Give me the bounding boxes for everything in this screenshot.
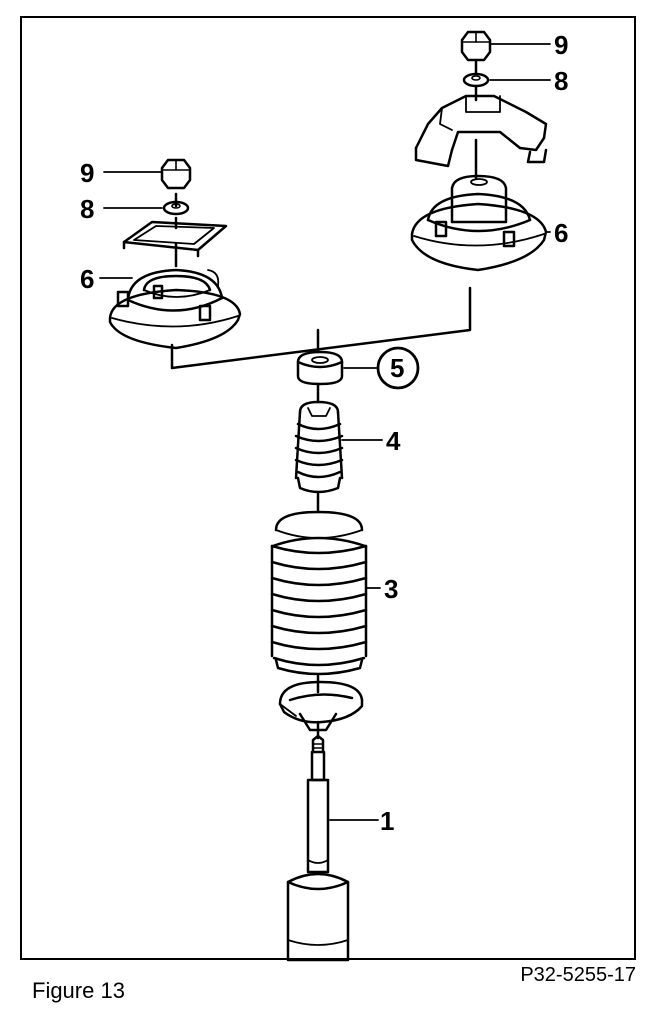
callout-5: 5 [390,353,404,383]
strut-mount-left [108,268,242,350]
connector-line [170,286,472,370]
washer-left [162,200,190,216]
washer-right [462,72,490,88]
figure-caption: Figure 13 [32,978,125,1003]
strut-mount-right [410,174,548,272]
callout-8-right: 8 [554,66,568,96]
coil-spring [270,510,368,676]
shock-absorber [286,734,350,962]
nut-right [460,30,492,62]
callout-5-circle [376,346,420,390]
callout-9-left: 9 [80,158,94,188]
drawing-code: P32-5255-17 [520,964,636,986]
callout-6-left: 6 [80,264,94,294]
callout-3: 3 [384,574,398,604]
callout-6-right: 6 [554,218,568,248]
bushing [296,350,344,386]
leader-lines [99,43,551,821]
mounting-plate-left [122,220,228,258]
bump-stop [294,400,344,494]
center-axis-lines [174,60,478,740]
mounting-bracket-right [414,94,548,168]
callout-1: 1 [380,806,394,836]
nut-left [160,158,192,190]
spring-seat-clamp [278,680,364,732]
callout-8-left: 8 [80,194,94,224]
callout-9-right: 9 [554,30,568,60]
callout-4: 4 [386,426,401,456]
